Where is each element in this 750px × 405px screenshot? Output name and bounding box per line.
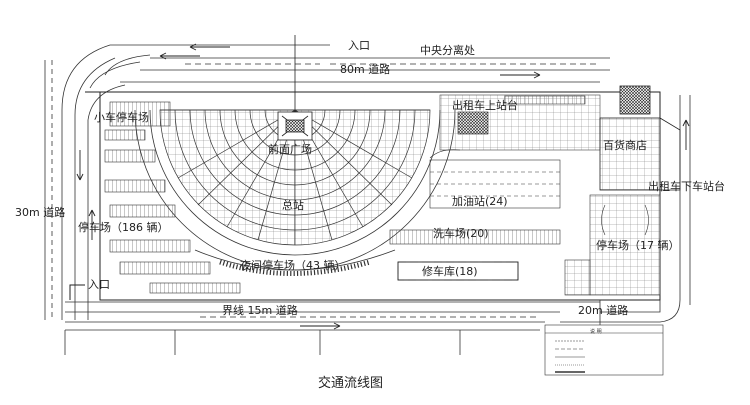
label-car-wash: 洗车场(20) bbox=[433, 227, 489, 240]
car-wash bbox=[389, 229, 561, 245]
parking-lot-17 bbox=[564, 194, 661, 296]
label-central-divider: 中央分离处 bbox=[420, 44, 475, 57]
flow-arrows bbox=[76, 43, 690, 330]
parking-grid-right bbox=[439, 94, 601, 151]
road-15m bbox=[64, 301, 600, 355]
label-taxi-dropoff: 出租车下车站台 bbox=[648, 180, 725, 193]
label-parking-17: 停车场（17 辆） bbox=[596, 239, 680, 252]
label-repair-garage: 修车库(18) bbox=[422, 265, 478, 278]
label-front-plaza: 前面广场 bbox=[268, 143, 312, 156]
outer-arc-road bbox=[134, 109, 456, 271]
label-main-station: 总站 bbox=[282, 199, 304, 212]
label-road-80m: 80m 道路 bbox=[340, 63, 391, 76]
label-dept-store: 百货商店 bbox=[603, 139, 647, 152]
main-station-semicircle bbox=[159, 109, 431, 246]
road-30m bbox=[44, 60, 53, 320]
label-entrance-bottom: 入口 bbox=[88, 278, 110, 291]
label-taxi-pickup: 出租车上站台 bbox=[452, 99, 518, 112]
label-night-parking: 夜间停车场（43 辆） bbox=[240, 259, 346, 272]
label-gas-station: 加油站(24) bbox=[452, 195, 508, 208]
road-80m bbox=[89, 54, 610, 89]
legend-title: 说 明 bbox=[590, 329, 602, 335]
night-parking bbox=[219, 259, 371, 276]
label-road-20m: 20m 道路 bbox=[578, 304, 629, 317]
station-building bbox=[277, 35, 313, 141]
legend-box bbox=[544, 324, 664, 376]
label-entrance-top: 入口 bbox=[348, 39, 370, 52]
label-boundary-road: 界线 15m 道路 bbox=[222, 304, 298, 317]
gas-station bbox=[429, 149, 561, 209]
repair-garage bbox=[397, 261, 519, 281]
parking-lot-186 bbox=[104, 129, 241, 294]
figure-caption: 交通流线图 bbox=[318, 376, 384, 391]
label-parking-186: 停车场（186 辆） bbox=[78, 221, 169, 234]
label-road-30m: 30m 道路 bbox=[15, 206, 66, 219]
department-store bbox=[599, 85, 681, 191]
label-small-car-park: 小车停车场 bbox=[94, 111, 149, 124]
